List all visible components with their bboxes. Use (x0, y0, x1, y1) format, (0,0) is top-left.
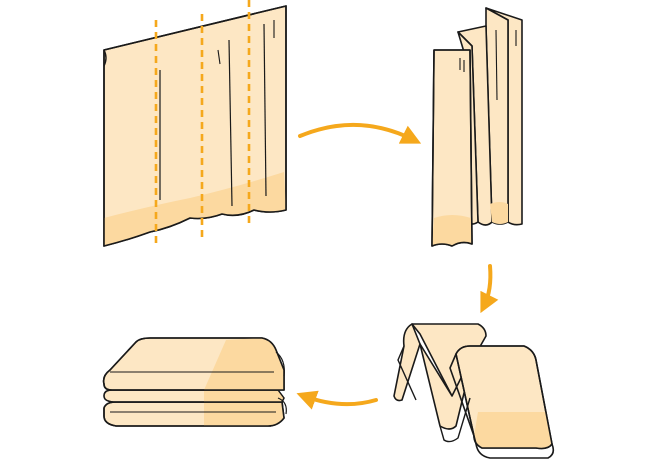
step-2-pleated-curtain (431, 7, 523, 247)
flow-arrow-icon (296, 390, 378, 410)
flow-arrow-icon (298, 123, 422, 144)
step-4-folded-stack (102, 337, 287, 427)
step-3-zigzag-fold (393, 323, 555, 459)
step-1-flat-curtain (103, 0, 287, 248)
curtain-bottom-shade (104, 172, 286, 246)
flow-arrow-icon (480, 264, 499, 314)
